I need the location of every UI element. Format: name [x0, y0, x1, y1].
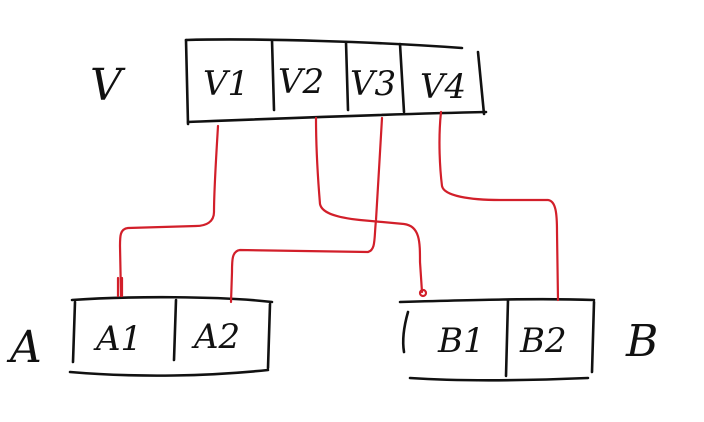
- set-v-divider-2: [344, 40, 350, 112]
- set-v-bottom-edge: [186, 110, 488, 124]
- set-v-top-edge: [184, 38, 464, 50]
- set-v-divider-1: [270, 38, 276, 112]
- set-a-top-edge: [70, 295, 274, 304]
- set-b-left-edge: [401, 310, 410, 354]
- set-b-box: [398, 297, 596, 382]
- set-a-cell-1: A1: [93, 319, 142, 359]
- set-a-box: [68, 295, 274, 377]
- connector-v1-to-a1: [118, 124, 220, 298]
- set-b-divider: [504, 298, 510, 378]
- connector-v4-to-b2: [438, 110, 560, 302]
- set-v-cell-1: V1: [203, 64, 249, 104]
- set-a-right-edge: [266, 302, 272, 370]
- set-v-cell-4: V4: [420, 67, 466, 107]
- set-v-box: [184, 38, 488, 126]
- set-b-right-edge: [590, 300, 596, 374]
- set-v-cell-3: V3: [350, 64, 396, 104]
- set-v-cell-2: V2: [278, 62, 324, 102]
- connector-v2-to-b1: [314, 116, 424, 294]
- set-a-label: A: [6, 322, 42, 373]
- set-b-top-edge: [398, 297, 596, 304]
- set-b-label: B: [625, 316, 658, 367]
- set-b-cell-1: B1: [437, 321, 485, 361]
- set-b-cell-2: B2: [519, 321, 567, 361]
- set-a-bottom-edge: [68, 368, 270, 377]
- set-v-left-edge: [184, 38, 190, 126]
- set-a-cell-2: A2: [191, 317, 240, 357]
- connector-b1-endpoint: [418, 288, 428, 298]
- set-a-left-edge: [71, 300, 77, 364]
- set-v-divider-3: [398, 42, 406, 114]
- set-v-right-edge: [476, 50, 486, 116]
- connector-a1-endpoint: [116, 276, 124, 298]
- set-a-divider: [172, 298, 178, 362]
- set-b-bottom-edge: [408, 376, 590, 382]
- set-v-label: V: [90, 60, 126, 111]
- connector-v3-to-a2: [229, 116, 384, 304]
